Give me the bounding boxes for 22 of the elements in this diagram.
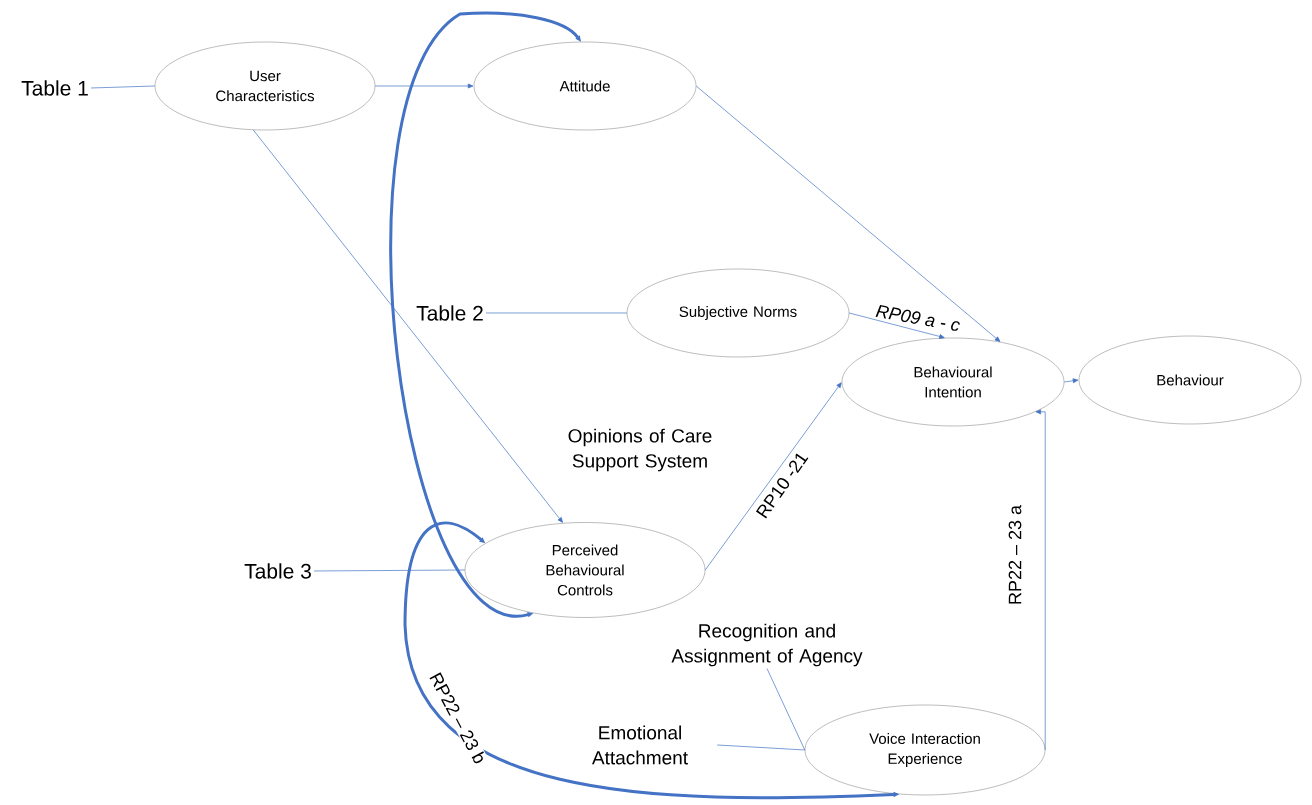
edge-label: RP09 a - c — [873, 303, 963, 333]
arrow — [1063, 378, 1079, 384]
ellipse-node: Behaviour — [1078, 335, 1302, 425]
ellipse-node: Attitude — [473, 41, 697, 131]
arrow — [695, 85, 1001, 342]
factor-label: Emotional Attachment — [592, 725, 688, 765]
arrow — [848, 312, 945, 339]
arrow — [252, 129, 563, 523]
edge-label: RP22 – 23 a — [1007, 503, 1023, 607]
table-label: Table 1 — [21, 80, 88, 96]
ellipse-node: Perceived Behavioural Controls — [464, 522, 706, 618]
table-label: Table 2 — [416, 305, 483, 321]
arrow — [704, 382, 842, 571]
table-label: Table 3 — [244, 563, 311, 579]
text-label: Opinions of Care Support System — [568, 428, 712, 472]
ellipse-node: User Characteristics — [154, 41, 376, 131]
ellipse-node: Subjective Norms — [626, 268, 850, 358]
arrow — [374, 83, 474, 89]
factor-label: Recognition and Assignment of Agency — [671, 623, 863, 667]
ellipse-node: Behavioural Intention — [841, 337, 1065, 427]
ellipse-node: Voice Interaction Experience — [804, 704, 1046, 796]
arrow — [1035, 409, 1046, 751]
